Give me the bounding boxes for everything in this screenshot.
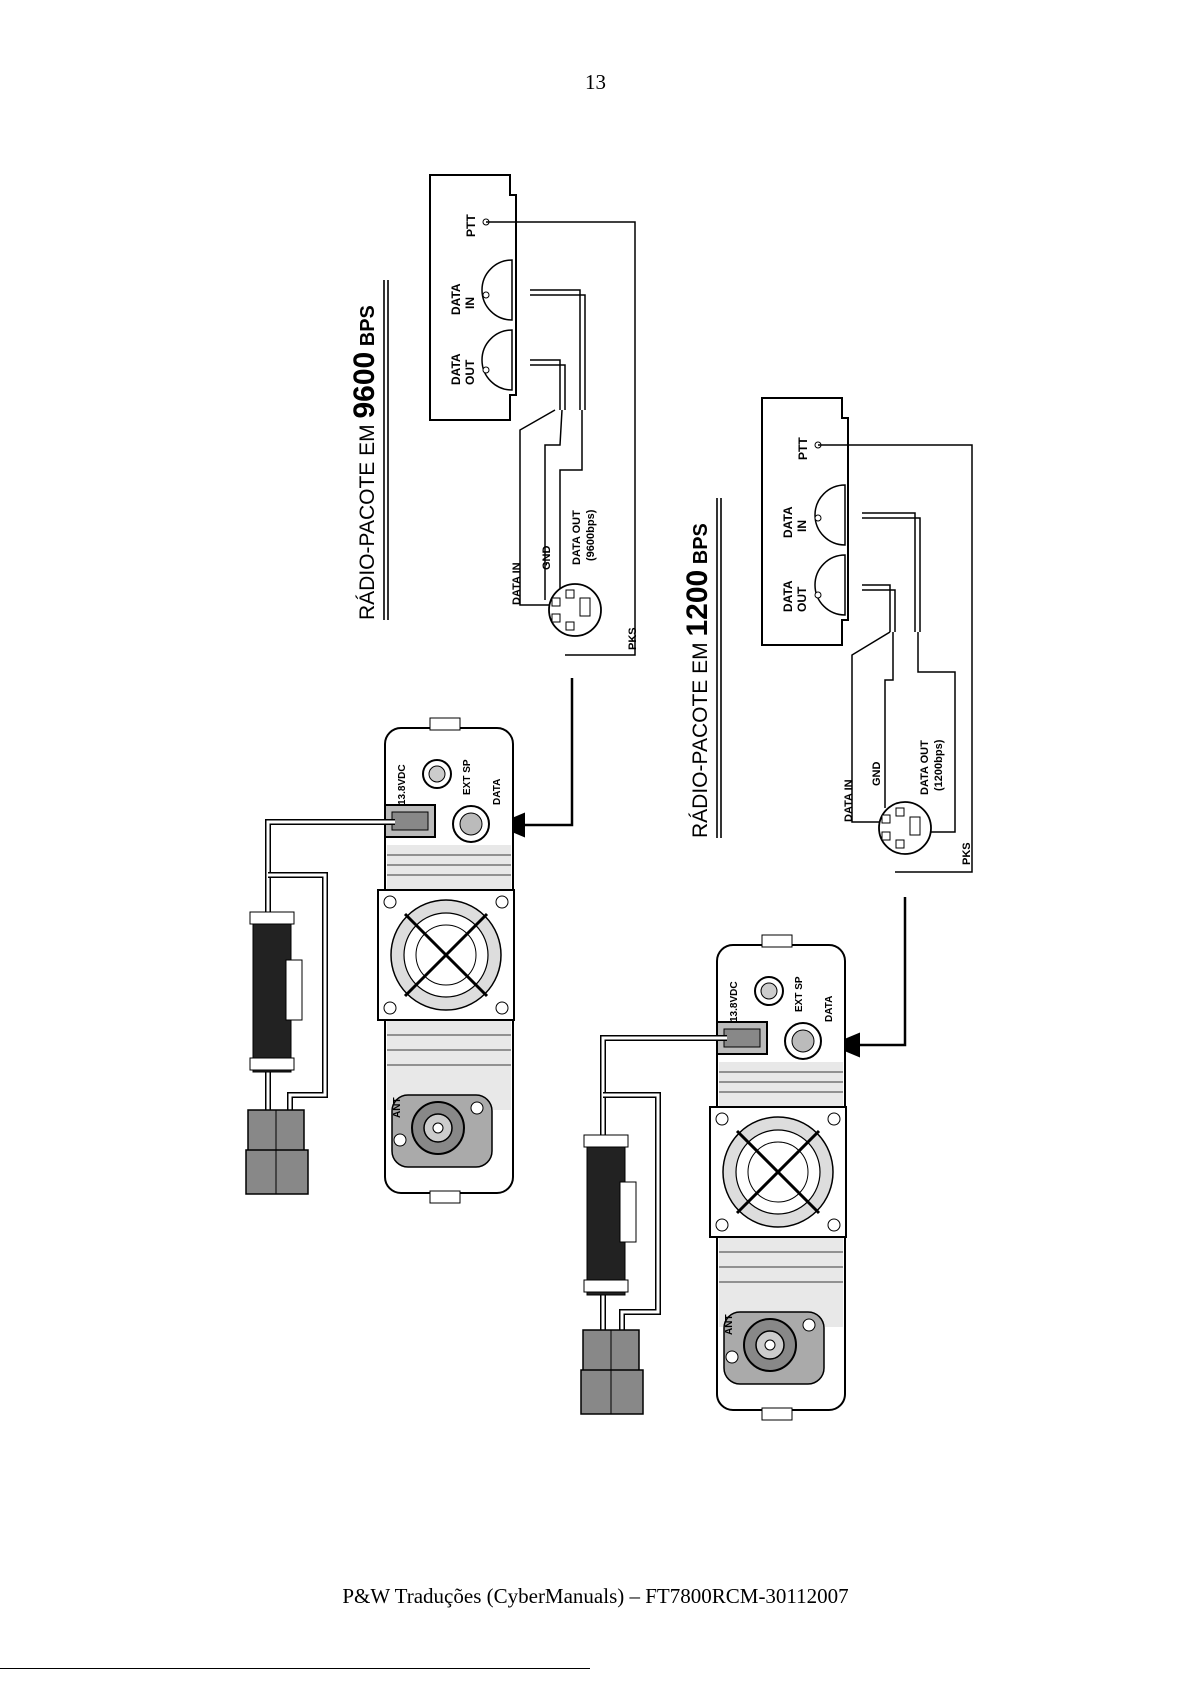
svg-text:IN: IN (795, 520, 809, 532)
data-connector-9600: DATA IN GND DATA OUT (9600bps) PKS (511, 509, 639, 650)
tnc-data-in-label-9600: DATA (449, 283, 463, 315)
bottom-rule (0, 1668, 590, 1669)
connector-pks-label-1200: PKS (961, 842, 973, 865)
connector-gnd-label-9600: GND (541, 546, 553, 571)
svg-text:(1200bps): (1200bps) (933, 739, 945, 791)
page-footer: P&W Traduções (CyberManuals) – FT7800RCM… (0, 1584, 1191, 1609)
title-1200: RÁDIO-PACOTE EM 1200 BPS (681, 523, 714, 838)
tnc-data-out-label-1200: DATA (781, 580, 795, 612)
tnc-box-1200: DATA OUT DATA IN PTT (762, 398, 848, 645)
connector-data-in-label-9600: DATA IN (511, 562, 523, 605)
svg-text:OUT: OUT (463, 359, 477, 385)
connector-pks-label-9600: PKS (627, 627, 639, 650)
tnc-data-in-label-1200: DATA (781, 506, 795, 538)
radio-power-label-1200: 13.8VDC (729, 981, 740, 1022)
power-cable-1200 (581, 1038, 727, 1414)
radio-body-9600: 13.8VDC EXT SP DATA ANT (378, 718, 514, 1203)
radio-ext-sp-label-9600: EXT SP (462, 759, 473, 795)
radio-power-label-9600: 13.8VDC (397, 764, 408, 805)
tnc-ptt-label-9600: PTT (464, 214, 478, 237)
tnc-data-out-label-9600: DATA (449, 353, 463, 385)
diagram-9600: RÁDIO-PACOTE EM 9600 BPS DATA OUT DATA I… (246, 175, 639, 1203)
radio-ext-sp-label-1200: EXT SP (794, 976, 805, 1012)
radio-data-label-1200: DATA (824, 996, 835, 1022)
svg-text:IN: IN (463, 297, 477, 309)
radio-ant-label-1200: ANT (724, 1314, 735, 1335)
svg-text:(9600bps): (9600bps) (585, 509, 597, 561)
tnc-ptt-label-1200: PTT (796, 437, 810, 460)
tnc-box-9600: DATA OUT DATA IN PTT (430, 175, 516, 420)
connector-data-in-label-1200: DATA IN (843, 779, 855, 822)
connector-gnd-label-1200: GND (871, 762, 883, 787)
title-9600: RÁDIO-PACOTE EM 9600 BPS (348, 305, 381, 620)
radio-body-1200: 13.8VDC EXT SP DATA ANT (710, 935, 846, 1420)
radio-data-label-9600: DATA (492, 779, 503, 805)
power-cable-9600 (246, 822, 395, 1194)
connector-data-out-label-9600: DATA OUT (571, 510, 583, 565)
connector-data-out-label-1200: DATA OUT (919, 740, 931, 795)
data-connector-1200: DATA IN GND DATA OUT (1200bps) PKS (843, 739, 973, 865)
radio-ant-label-9600: ANT (392, 1097, 403, 1118)
diagram-1200: RÁDIO-PACOTE EM 1200 BPS DATA OUT DATA I… (581, 398, 973, 1420)
svg-text:OUT: OUT (795, 586, 809, 612)
